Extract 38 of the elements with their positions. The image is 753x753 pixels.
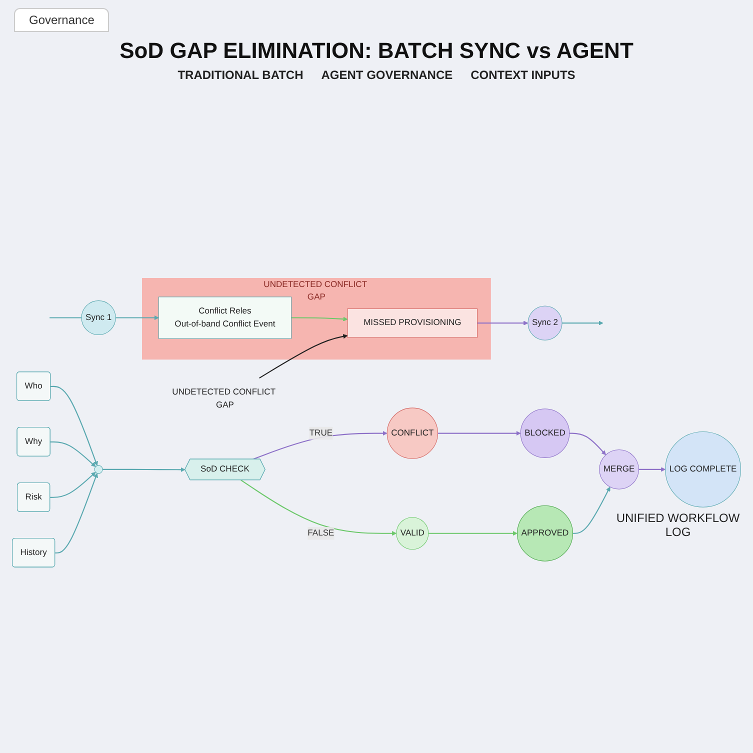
arrow <box>252 430 388 460</box>
arrow <box>562 320 604 326</box>
arrow <box>428 530 518 536</box>
node-circle: BLOCKED <box>520 408 570 458</box>
diagram-title: SoD GAP ELIMINATION: BATCH SYNC vs AGENT <box>118 38 634 64</box>
arrow <box>572 486 610 534</box>
arrow <box>438 430 521 436</box>
arrow <box>477 320 528 326</box>
arrow <box>50 386 98 466</box>
arrow <box>291 316 348 322</box>
node-box: Conflict Reles Out-of-band Conflict Event <box>158 296 292 339</box>
arrow <box>116 315 159 320</box>
arrow <box>102 467 186 472</box>
arrow <box>55 472 98 554</box>
arrow <box>50 472 96 498</box>
node-circle: LOG COMPLETE <box>665 431 741 508</box>
arrow <box>259 334 348 378</box>
arrow <box>569 432 606 455</box>
browser-tab: Governance <box>14 8 110 32</box>
arrow <box>638 466 666 472</box>
node-circle: MERGE <box>599 449 639 490</box>
node-circle: Sync 1 <box>81 300 116 335</box>
section-heading: CONTEXT INPUTS <box>470 68 576 82</box>
node-circle: VALID <box>396 516 429 550</box>
connector <box>50 317 82 318</box>
edge-label: TRUE <box>309 428 333 438</box>
arrow <box>240 480 397 536</box>
node-text: UNDETECTED CONFLICT GAP <box>172 387 276 410</box>
node-circle: CONFLICT <box>386 408 438 459</box>
arrow <box>50 441 96 467</box>
node-box: MISSED PROVISIONING <box>347 308 478 338</box>
node-circle: Sync 2 <box>528 306 562 340</box>
node-circle: APPROVED <box>517 505 573 562</box>
node-caption: UNIFIED WORKFLOW LOG <box>615 510 741 539</box>
section-heading: TRADITIONAL BATCH <box>178 68 304 82</box>
node-circle <box>94 465 103 474</box>
edge-label: FALSE <box>308 528 334 538</box>
section-heading: AGENT GOVERNANCE <box>321 68 453 82</box>
